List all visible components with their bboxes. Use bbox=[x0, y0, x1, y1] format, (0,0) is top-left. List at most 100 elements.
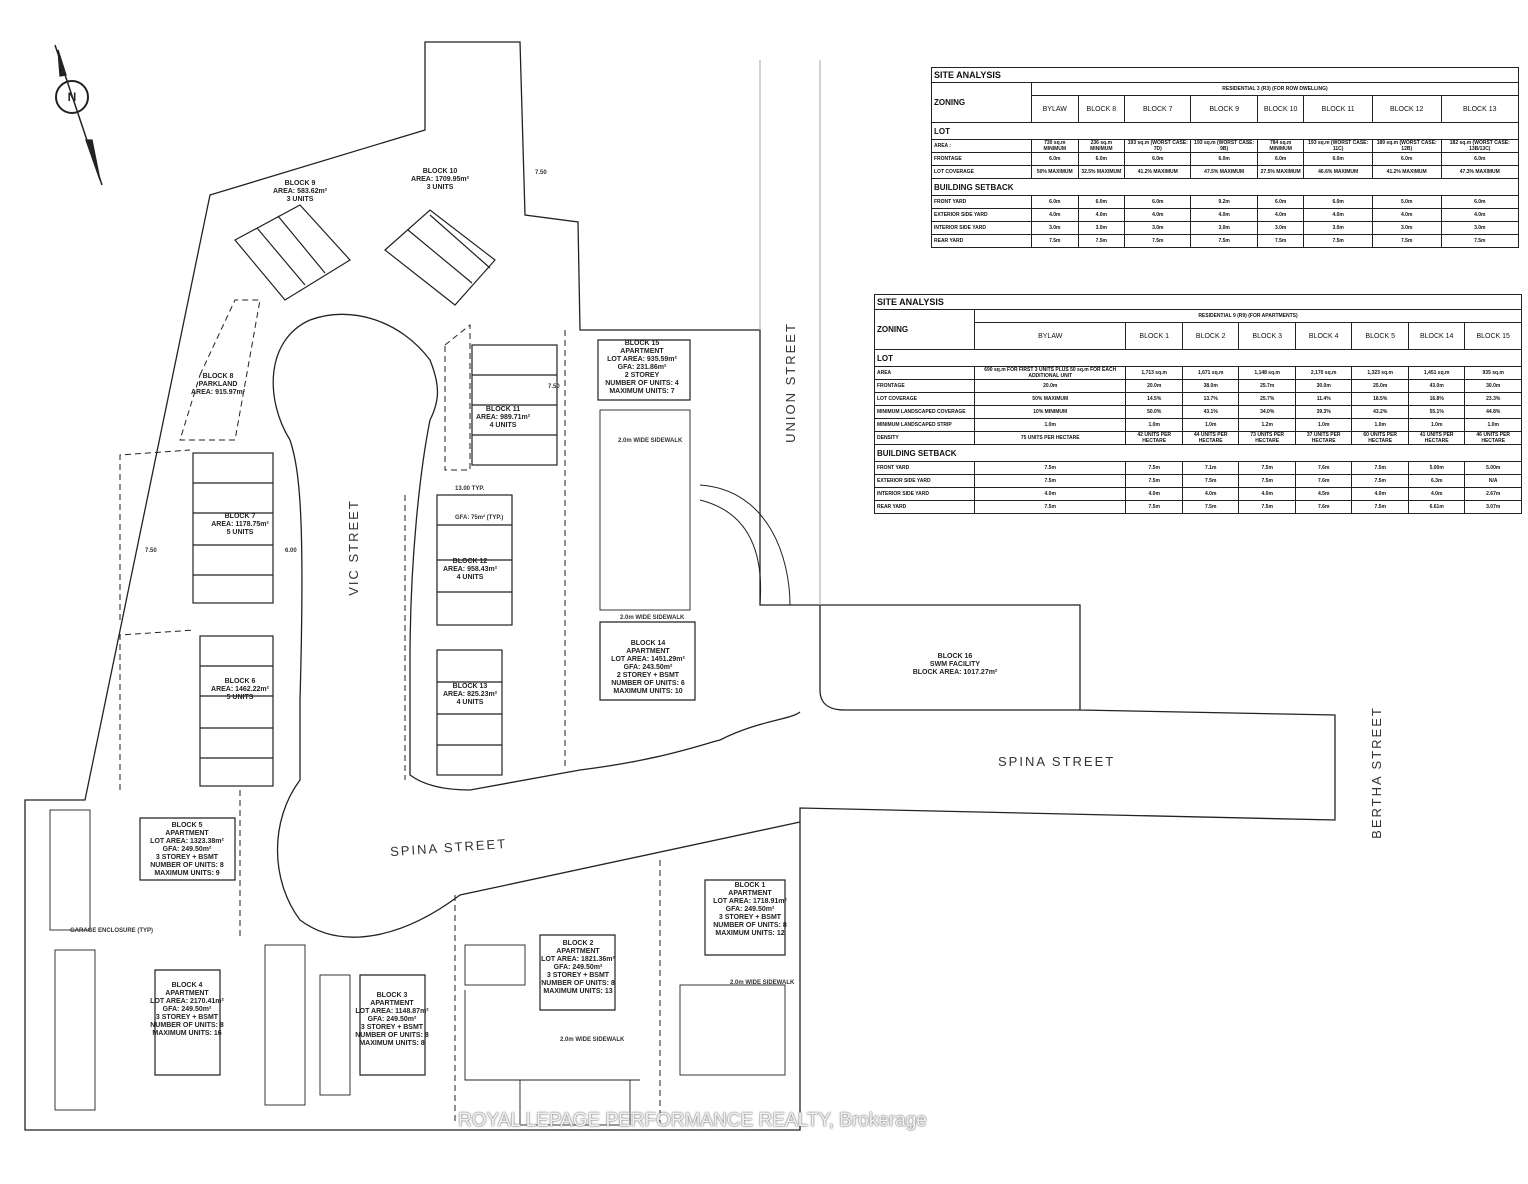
table-cell: 39.3% bbox=[1294, 405, 1353, 419]
row-label: INTERIOR SIDE YARD bbox=[931, 221, 1032, 235]
table-cell: 193 sq.m (WORST CASE: 9B) bbox=[1190, 139, 1258, 153]
table-cell: 2,170 sq.m bbox=[1294, 366, 1353, 380]
table-cell: 7.5m bbox=[1190, 234, 1258, 248]
table-cell: N/A bbox=[1464, 474, 1522, 488]
table-cell: 935 sq.m bbox=[1464, 366, 1522, 380]
table-cell: 41.2% MAXIMUM bbox=[1124, 165, 1192, 179]
watermark: ROYAL LEPAGE PERFORMANCE REALTY, Brokera… bbox=[458, 1110, 927, 1131]
row-label: MINIMUM LANDSCAPED COVERAGE bbox=[874, 405, 975, 419]
row-label: EXTERIOR SIDE YARD bbox=[931, 208, 1032, 222]
block-label-line: NUMBER OF UNITS: 8 bbox=[150, 1022, 224, 1029]
table-cell: 6.0m bbox=[1031, 152, 1079, 166]
table-cell: 9.2m bbox=[1190, 195, 1258, 209]
table-cell: 46 UNITS PER HECTARE bbox=[1464, 431, 1522, 445]
block-label-line: APARTMENT bbox=[165, 990, 209, 997]
block-label-line: MAXIMUM UNITS: 8 bbox=[359, 1040, 425, 1047]
column-header: BLOCK 5 bbox=[1351, 322, 1409, 350]
table-cell: 4.0m bbox=[1190, 208, 1258, 222]
block-label-line: MAXIMUM UNITS: 12 bbox=[715, 930, 785, 937]
block-label-line: MAXIMUM UNITS: 7 bbox=[609, 388, 675, 395]
column-header: BLOCK 14 bbox=[1407, 322, 1466, 350]
table-cell: 14.5% bbox=[1125, 392, 1183, 406]
block-label-line: BLOCK 6 bbox=[224, 678, 256, 685]
table-cell: 25.7m bbox=[1238, 379, 1296, 393]
table-cell: 3.0m bbox=[1190, 221, 1258, 235]
column-header: BLOCK 12 bbox=[1371, 95, 1442, 123]
row-label: REAR YARD bbox=[874, 500, 975, 514]
table-cell: 4.0m bbox=[1124, 208, 1192, 222]
table-cell: 27.5% MAXIMUM bbox=[1256, 165, 1305, 179]
table-cell: 6.3m bbox=[1407, 474, 1466, 488]
block-label-line: BLOCK 9 bbox=[284, 180, 316, 187]
table-cell: 690 sq.m FOR FIRST 3 UNITS PLUS 50 sq.m … bbox=[973, 366, 1127, 380]
table-cell: 189 sq.m (WORST CASE: 12B) bbox=[1371, 139, 1442, 153]
block-label-line: GFA: 249.50m² bbox=[725, 906, 775, 913]
table-cell: 6.0m bbox=[1124, 195, 1192, 209]
table-cell: 6.0m bbox=[1303, 195, 1373, 209]
block-label-line: 3 UNITS bbox=[286, 196, 314, 203]
setback-dimension: 7.50 bbox=[145, 548, 157, 554]
row-label: EXTERIOR SIDE YARD bbox=[874, 474, 975, 488]
table-cell: 47.3% MAXIMUM bbox=[1440, 165, 1520, 179]
table-cell: 4.0m bbox=[1125, 487, 1183, 501]
block-label-line: LOT AREA: 935.59m² bbox=[607, 356, 677, 363]
table-cell: 13.7% bbox=[1181, 392, 1240, 406]
block-label-line: SWM FACILITY bbox=[929, 661, 981, 668]
table-cell: 2.67m bbox=[1464, 487, 1522, 501]
table-cell: 5.00m bbox=[1407, 461, 1466, 475]
block-label-line: MAXIMUM UNITS: 10 bbox=[613, 688, 683, 695]
table-cell: 784 sq.m MINIMUM bbox=[1256, 139, 1305, 153]
block-label-line: BLOCK 11 bbox=[485, 406, 521, 413]
table-cell: 42 UNITS PER HECTARE bbox=[1125, 431, 1183, 445]
table-cell: 6.0m bbox=[1440, 152, 1520, 166]
gfa-typical-note: GFA: 75m² (TYP.) bbox=[455, 515, 504, 521]
table-cell: 7.5m bbox=[1077, 234, 1126, 248]
table-cell: 4.0m bbox=[1351, 487, 1409, 501]
table-cell: 73 UNITS PER HECTARE bbox=[1238, 431, 1296, 445]
block-label-line: NUMBER OF UNITS: 8 bbox=[355, 1032, 429, 1039]
table-cell: 7.5m bbox=[1181, 500, 1240, 514]
column-header: BYLAW bbox=[973, 322, 1127, 350]
block-label-line: BLOCK 7 bbox=[224, 513, 256, 520]
block-label-line: AREA: 1462.22m² bbox=[211, 686, 269, 693]
block-label-line: BLOCK 5 bbox=[171, 822, 203, 829]
block-label-line: GFA: 243.50m² bbox=[623, 664, 673, 671]
spina-street-label-east: SPINA STREET bbox=[998, 754, 1116, 769]
row-label: LOT COVERAGE bbox=[931, 165, 1032, 179]
table-cell: 46.6% MAXIMUM bbox=[1303, 165, 1373, 179]
row-label: INTERIOR SIDE YARD bbox=[874, 487, 975, 501]
block-label-line: 4 UNITS bbox=[489, 422, 517, 429]
table-cell: 3.07m bbox=[1464, 500, 1522, 514]
table-cell: 11.4% bbox=[1294, 392, 1353, 406]
table-cell: 6.0m bbox=[1371, 152, 1442, 166]
table-cell: 41 UNITS PER HECTARE bbox=[1407, 431, 1466, 445]
section-header: BUILDING SETBACK bbox=[874, 444, 1522, 462]
block-label-line: LOT AREA: 2170.41m² bbox=[150, 998, 224, 1005]
block-label-line: GFA: 231.86m² bbox=[617, 364, 667, 371]
block-label-line: AREA: 825.23m² bbox=[442, 691, 498, 698]
table-cell: 1,148 sq.m bbox=[1238, 366, 1296, 380]
table-cell: 7.5m bbox=[1256, 234, 1305, 248]
lot-lines bbox=[119, 299, 661, 1125]
block-label-line: GFA: 249.50m² bbox=[162, 846, 212, 853]
block-label-line: NUMBER OF UNITS: 8 bbox=[541, 980, 615, 987]
garage-enclosure-note: GARAGE ENCLOSURE (TYP) bbox=[70, 928, 154, 934]
table-cell: 7.1m bbox=[1181, 461, 1240, 475]
compass-letter: N bbox=[67, 90, 77, 104]
row-label: FRONT YARD bbox=[874, 461, 975, 475]
table-cell: 193 sq.m (WORST CASE: 7D) bbox=[1124, 139, 1192, 153]
table-cell: 25.0m bbox=[1351, 379, 1409, 393]
setback-dimension: 7.50 bbox=[535, 170, 547, 176]
row-label: MINIMUM LANDSCAPED STRIP bbox=[874, 418, 975, 432]
row-dwelling-footprints bbox=[192, 204, 558, 787]
block-label-line: LOT AREA: 1451.29m² bbox=[611, 656, 685, 663]
table-cell: 4.0m bbox=[1407, 487, 1466, 501]
